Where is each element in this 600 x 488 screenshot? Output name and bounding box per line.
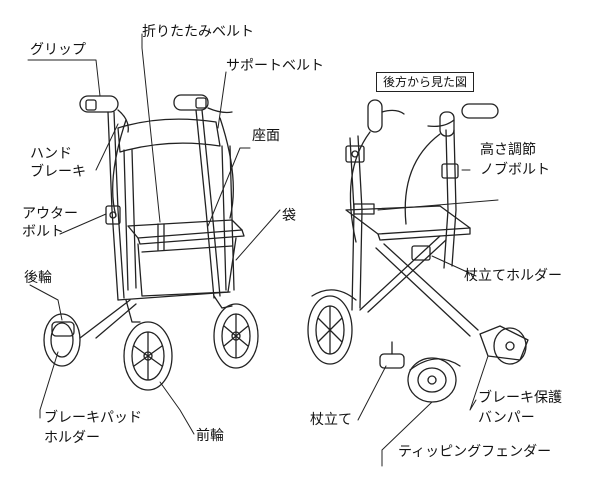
label-bag: 袋 — [282, 208, 296, 224]
label-brake-bumper-line1: ブレーキ保護 — [478, 390, 562, 406]
label-cane-stand: 杖立て — [310, 412, 352, 428]
label-cane-holder: 杖立てホルダー — [464, 268, 562, 284]
label-rear-wheel: 後輪 — [24, 270, 52, 286]
label-outer-bolt-line1: アウター — [22, 206, 78, 222]
front-view-walker — [43, 94, 259, 391]
label-tipping-fender: ティッピングフェンダー — [398, 444, 552, 460]
label-support-belt: サポートベルト — [226, 58, 324, 74]
leader-lines — [27, 33, 499, 467]
label-seat: 座面 — [252, 128, 280, 144]
rear-view-walker — [307, 99, 529, 403]
label-folding-belt: 折りたたみベルト — [142, 24, 254, 40]
label-outer-bolt-line2: ボルト — [22, 224, 64, 240]
label-rear-view: 後方から見た図 — [376, 72, 475, 92]
label-brake-pad-holder-line2: ホルダー — [44, 430, 100, 446]
label-front-wheel: 前輪 — [196, 428, 224, 444]
label-grip: グリップ — [30, 42, 86, 58]
label-height-knob-line2: ノブボルト — [480, 162, 550, 178]
label-hand-brake-line2: ブレーキ — [30, 164, 86, 180]
label-brake-pad-holder-line1: ブレーキパッド — [44, 410, 142, 426]
label-height-knob-line1: 高さ調節 — [480, 142, 536, 158]
label-brake-bumper-line2: バンパー — [478, 410, 535, 426]
label-hand-brake-line1: ハンド — [30, 146, 72, 162]
